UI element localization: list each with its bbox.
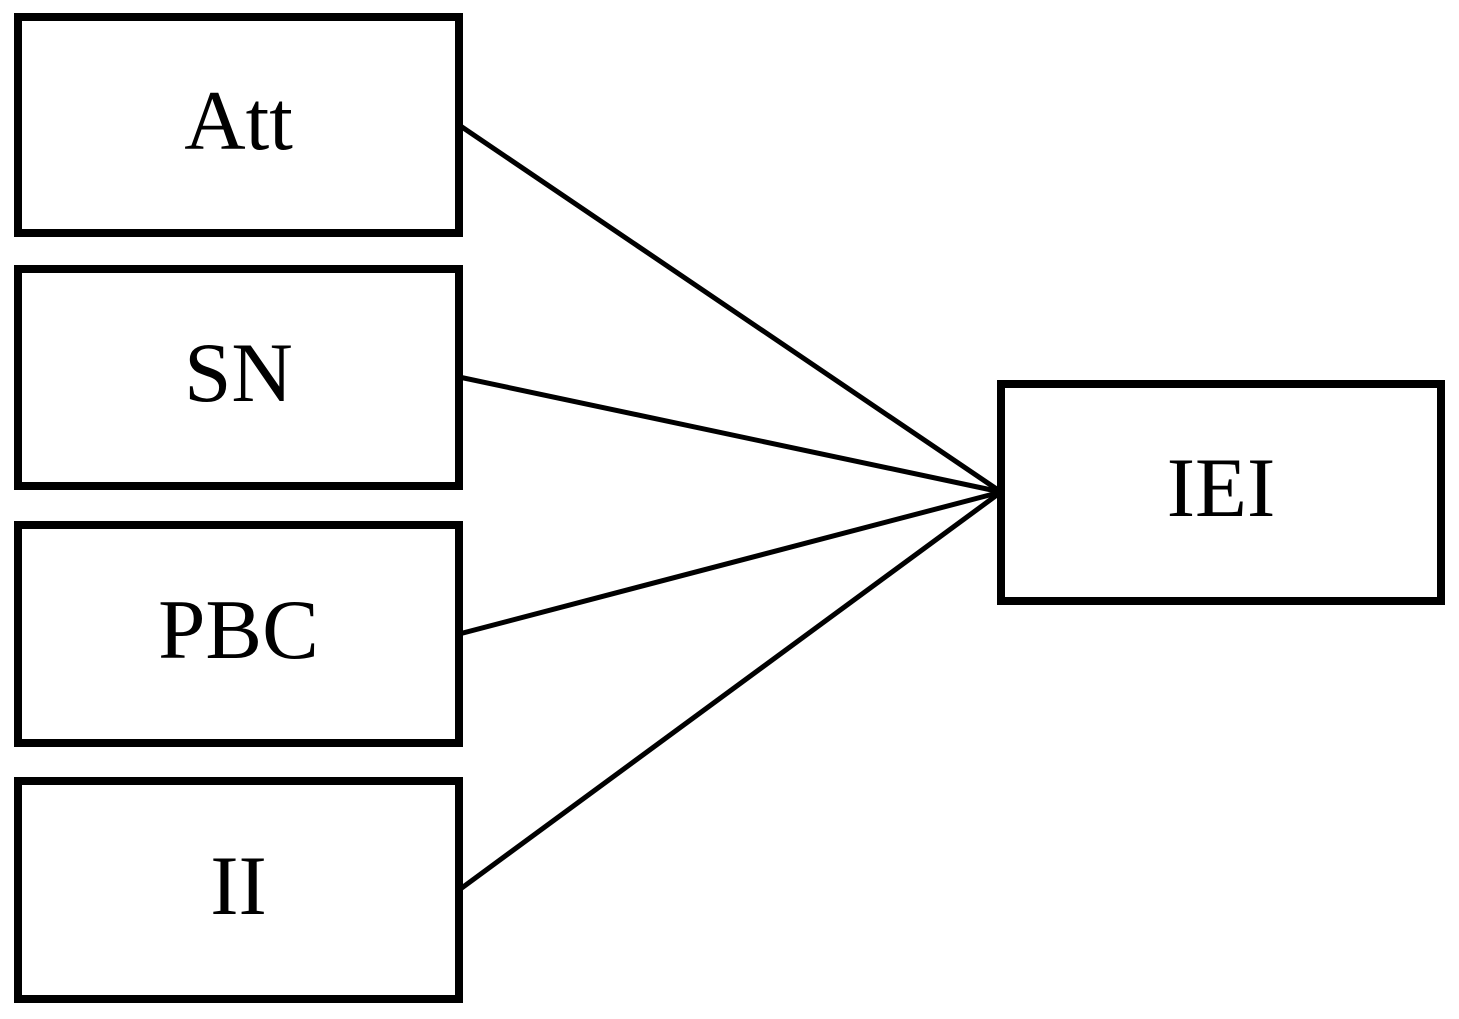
node-iei-label: IEI [1166,441,1276,535]
edge-sn-iei [458,374,1002,495]
node-ii: II [14,777,463,1003]
node-att-label: Att [184,73,293,168]
node-pbc: PBC [14,521,463,747]
edge-att-iei [457,122,1003,495]
edge-ii-iei [457,489,1003,893]
node-ii-label: II [210,838,267,933]
node-sn-label: SN [184,326,293,420]
node-iei: IEI [997,380,1445,605]
edge-pbc-iei [458,489,1002,637]
node-sn: SN [14,265,463,490]
node-pbc-label: PBC [158,582,319,677]
node-att: Att [14,13,463,237]
